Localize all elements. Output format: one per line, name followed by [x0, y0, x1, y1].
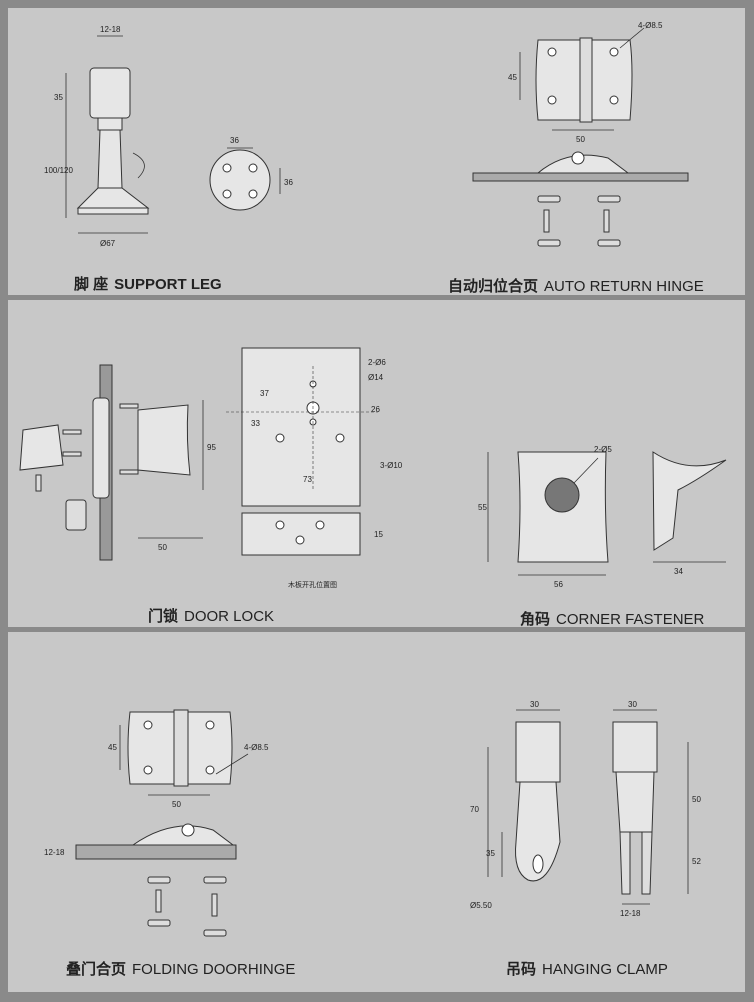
dim-clamp-d: Ø5.50: [470, 901, 492, 910]
lock-knob-inner: [137, 404, 191, 476]
dim-hinge-holes: 4-Ø8.5: [638, 21, 663, 30]
dim-clamp-w1: 30: [530, 700, 539, 709]
panel3-drawing: 4-Ø8.5 45 50 12-18 30 70 35 Ø5.50 30 50 …: [44, 700, 701, 937]
dim-lock-73: 73: [303, 475, 312, 484]
panel-support-hinge: 12-18 35 100/120 Ø67 36 36 4-Ø8.5 45 50: [8, 8, 745, 295]
dim-plate-h: 36: [284, 178, 293, 187]
dim-clamp-52: 52: [692, 857, 701, 866]
fold-hinge-knuckle: [173, 709, 189, 787]
dim-clamp-w2: 30: [628, 700, 637, 709]
dim-hinge-w: 50: [576, 135, 585, 144]
leg-clamp: [89, 67, 131, 119]
dim-corner-hole: 2-Ø5: [594, 445, 612, 454]
dim-hinge-h: 45: [508, 73, 517, 82]
dim-clamp-70: 70: [470, 805, 479, 814]
auto-hinge-knuckle: [579, 37, 593, 123]
clamp-side-jaws: [619, 831, 653, 895]
leg-collar: [97, 117, 123, 131]
dim-leg-gap: 12-18: [100, 25, 121, 34]
corner-hole: [544, 477, 580, 513]
clamp-body: [515, 781, 561, 882]
dim-plate-w: 36: [230, 136, 239, 145]
dim-lock-3d10: 3-Ø10: [380, 461, 403, 470]
dim-lock-h: 95: [207, 443, 216, 452]
leg-foot: [77, 207, 149, 215]
lock-knob-outer: [19, 424, 64, 471]
dim-leg-top: 35: [54, 93, 63, 102]
dim-corner-d: 34: [674, 567, 683, 576]
dim-fold-holes: 4-Ø8.5: [244, 743, 269, 752]
dim-lock-d14: Ø14: [368, 373, 384, 382]
dim-clamp-50: 50: [692, 795, 701, 804]
panel-lock-corner: 95 50 2-Ø6 Ø14 37 33 26 73 3-Ø10 15 木板开孔…: [8, 300, 745, 628]
dim-fold-w: 50: [172, 800, 181, 809]
dim-leg-height: 100/120: [44, 166, 73, 175]
board-section: [472, 172, 689, 182]
dim-clamp-35: 35: [486, 849, 495, 858]
dim-corner-h: 55: [478, 503, 487, 512]
leg-post: [97, 129, 123, 189]
dim-lock-2d6: 2-Ø6: [368, 358, 386, 367]
dim-lock-37: 37: [260, 389, 269, 398]
dim-fold-h: 45: [108, 743, 117, 752]
dim-lock-w: 50: [158, 543, 167, 552]
dim-lock-15: 15: [374, 530, 383, 539]
panel1-drawing: 12-18 35 100/120 Ø67 36 36 4-Ø8.5 45 50: [44, 21, 689, 248]
corner-side: [652, 451, 727, 551]
lock-cutout-note: 木板开孔位置图: [288, 580, 337, 589]
leg-base: [76, 187, 150, 209]
leg-plate: [209, 149, 271, 211]
clamp-top: [515, 721, 561, 783]
panel2-drawing: 95 50 2-Ø6 Ø14 37 33 26 73 3-Ø10 15 木板开孔…: [19, 347, 727, 589]
board-cutout-edge: [241, 512, 361, 556]
panel-folding-clamp: 4-Ø8.5 45 50 12-18 30 70 35 Ø5.50 30 50 …: [8, 632, 745, 992]
dim-lock-33: 33: [251, 419, 260, 428]
dim-fold-t: 12-18: [44, 848, 65, 857]
board-cutout-front: [241, 347, 361, 507]
fold-board: [75, 844, 237, 860]
dim-corner-w: 56: [554, 580, 563, 589]
dim-clamp-t: 12-18: [620, 909, 641, 918]
dim-leg-base: Ø67: [100, 239, 116, 248]
rotate-arrow: [132, 152, 145, 179]
dim-lock-26: 26: [371, 405, 380, 414]
clamp-side-top: [612, 721, 658, 773]
